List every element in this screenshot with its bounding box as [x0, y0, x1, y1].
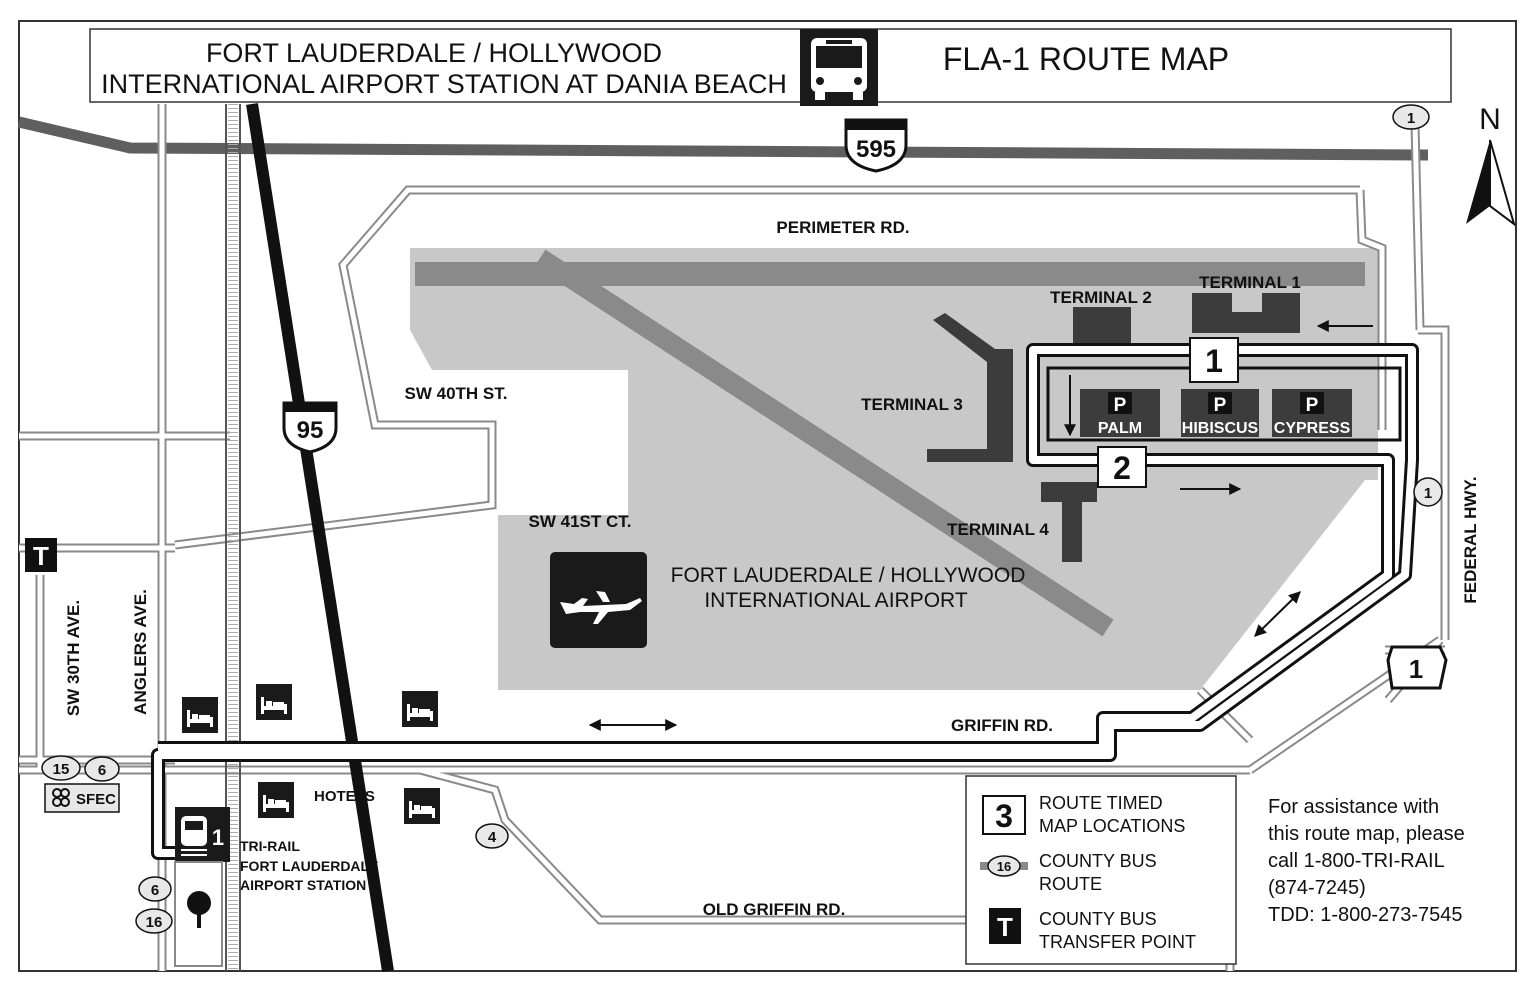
station-label-line3: AIRPORT STATION	[240, 877, 366, 893]
terminal-4-label: TERMINAL 4	[947, 520, 1049, 539]
bed-icon	[402, 691, 438, 727]
svg-text:1: 1	[1407, 110, 1415, 127]
terminal-2-label: TERMINAL 2	[1050, 288, 1152, 307]
timed-point-2: 2	[1113, 450, 1131, 486]
terminal-buildings	[927, 293, 1300, 562]
road-sw41: SW 41ST CT.	[529, 512, 632, 531]
parking-p-cypress: P	[1306, 395, 1319, 416]
timed-location-boxes: 1 2	[1097, 337, 1239, 488]
assistance-line3: call 1-800-TRI-RAIL	[1268, 850, 1445, 872]
svg-text:6: 6	[98, 762, 106, 779]
road-federal: FEDERAL HWY.	[1461, 476, 1480, 603]
assistance-line4: (874-7245)	[1268, 877, 1366, 899]
bus-route-16	[135, 908, 173, 934]
svg-text:6: 6	[151, 882, 159, 899]
svg-text:T: T	[33, 541, 49, 571]
bus-icon	[800, 29, 878, 106]
svg-text:SFEC: SFEC	[76, 791, 116, 808]
legend-timed-line2: MAP LOCATIONS	[1039, 816, 1185, 836]
parking-p-palm: P	[1114, 395, 1127, 416]
park-tree-icon	[174, 861, 223, 967]
svg-text:595: 595	[856, 136, 896, 163]
north-label: N	[1479, 103, 1501, 136]
svg-text:1: 1	[1409, 654, 1423, 684]
bus-route-6-bottom	[138, 876, 172, 902]
svg-text:16: 16	[146, 914, 163, 931]
header-station-line2: INTERNATIONAL AIRPORT STATION AT DANIA B…	[101, 69, 787, 99]
bed-icon	[182, 697, 218, 733]
parking-p-hibiscus: P	[1214, 395, 1227, 416]
svg-text:1: 1	[1424, 485, 1432, 502]
legend-transfer-line2: TRANSFER POINT	[1039, 932, 1196, 952]
legend-bus-route-icon	[987, 855, 1021, 877]
fla1-route	[151, 343, 1419, 860]
hotels-label: HOTELS	[314, 788, 375, 805]
bus-route-markers: 1 1 15 6 6 16 4	[41, 104, 1443, 934]
i595-highway	[17, 116, 1429, 161]
assistance-line5: TDD: 1-800-273-7545	[1268, 904, 1463, 926]
road-sw30: SW 30TH AVE.	[64, 600, 83, 716]
runway-diagonal	[534, 249, 1114, 637]
header-route-title: FLA-1 ROUTE MAP	[943, 41, 1229, 77]
legend-timed-line1: ROUTE TIMED	[1039, 793, 1163, 813]
road-perimeter: PERIMETER RD.	[776, 218, 909, 237]
legend-transfer-symbol: T	[997, 912, 1013, 942]
airport-grounds	[410, 248, 1378, 690]
terminal-1-label: TERMINAL 1	[1199, 273, 1301, 292]
svg-text:95: 95	[297, 417, 324, 444]
road-old-griffin: OLD GRIFFIN RD.	[703, 900, 846, 919]
header-station-line1: FORT LAUDERDALE / HOLLYWOOD	[206, 38, 662, 68]
legend-transfer-line1: COUNTY BUS	[1039, 909, 1157, 929]
bus-route-1-top	[1392, 104, 1430, 130]
transfer-point-icon: T	[25, 538, 57, 572]
airport-label-line1: FORT LAUDERDALE / HOLLYWOOD	[671, 564, 1026, 587]
parking-palm-label: PALM	[1098, 420, 1142, 437]
bed-icon	[258, 782, 294, 818]
timed-point-station: 1	[212, 825, 224, 850]
timed-point-1: 1	[1205, 343, 1223, 379]
parking-hibiscus-label: HIBISCUS	[1182, 420, 1259, 437]
legend-timed-number: 3	[995, 798, 1013, 834]
bed-icon	[404, 788, 440, 824]
road-anglers: ANGLERS AVE.	[131, 589, 150, 715]
north-arrow-icon: N	[1466, 103, 1516, 227]
legend-bus-number: 16	[997, 859, 1011, 874]
bus-route-1-right	[1413, 477, 1443, 507]
legend: 3 ROUTE TIMED MAP LOCATIONS 16 COUNTY BU…	[965, 775, 1237, 965]
bus-route-6-top	[84, 756, 120, 782]
airport-icon	[550, 552, 647, 648]
legend-transfer-icon	[989, 908, 1021, 944]
i595-shield: 595	[844, 118, 908, 173]
i95-highway	[246, 103, 394, 972]
station-label-line1: TRI-RAIL	[240, 838, 300, 854]
sfec-marker: SFEC	[44, 783, 120, 813]
parking-cypress-label: CYPRESS	[1274, 420, 1351, 437]
road-griffin: GRIFFIN RD.	[951, 716, 1053, 735]
bed-icon	[256, 684, 292, 720]
airport-label-line2: INTERNATIONAL AIRPORT	[704, 589, 967, 612]
direction-arrows	[588, 320, 1373, 731]
bus-route-15	[41, 755, 81, 781]
assistance-line2: this route map, please	[1268, 823, 1465, 845]
assistance-info: For assistance with this route map, plea…	[1268, 796, 1465, 926]
station-label-line2: FORT LAUDERDALE	[240, 858, 378, 874]
i95-shield: 95	[282, 401, 338, 454]
us1-shield: 1	[1386, 645, 1448, 690]
road-sw40: SW 40TH ST.	[405, 384, 508, 403]
bus-route-4	[475, 823, 509, 849]
legend-bus-line2: ROUTE	[1039, 874, 1102, 894]
terminal-3-label: TERMINAL 3	[861, 395, 963, 414]
svg-text:4: 4	[488, 829, 497, 846]
svg-text:15: 15	[53, 761, 70, 778]
train-station-icon: 1	[175, 807, 230, 862]
header-banner: FORT LAUDERDALE / HOLLYWOOD INTERNATIONA…	[89, 28, 1452, 106]
assistance-line1: For assistance with	[1268, 796, 1439, 818]
legend-bus-line1: COUNTY BUS	[1039, 851, 1157, 871]
sfec-icon	[52, 788, 70, 807]
